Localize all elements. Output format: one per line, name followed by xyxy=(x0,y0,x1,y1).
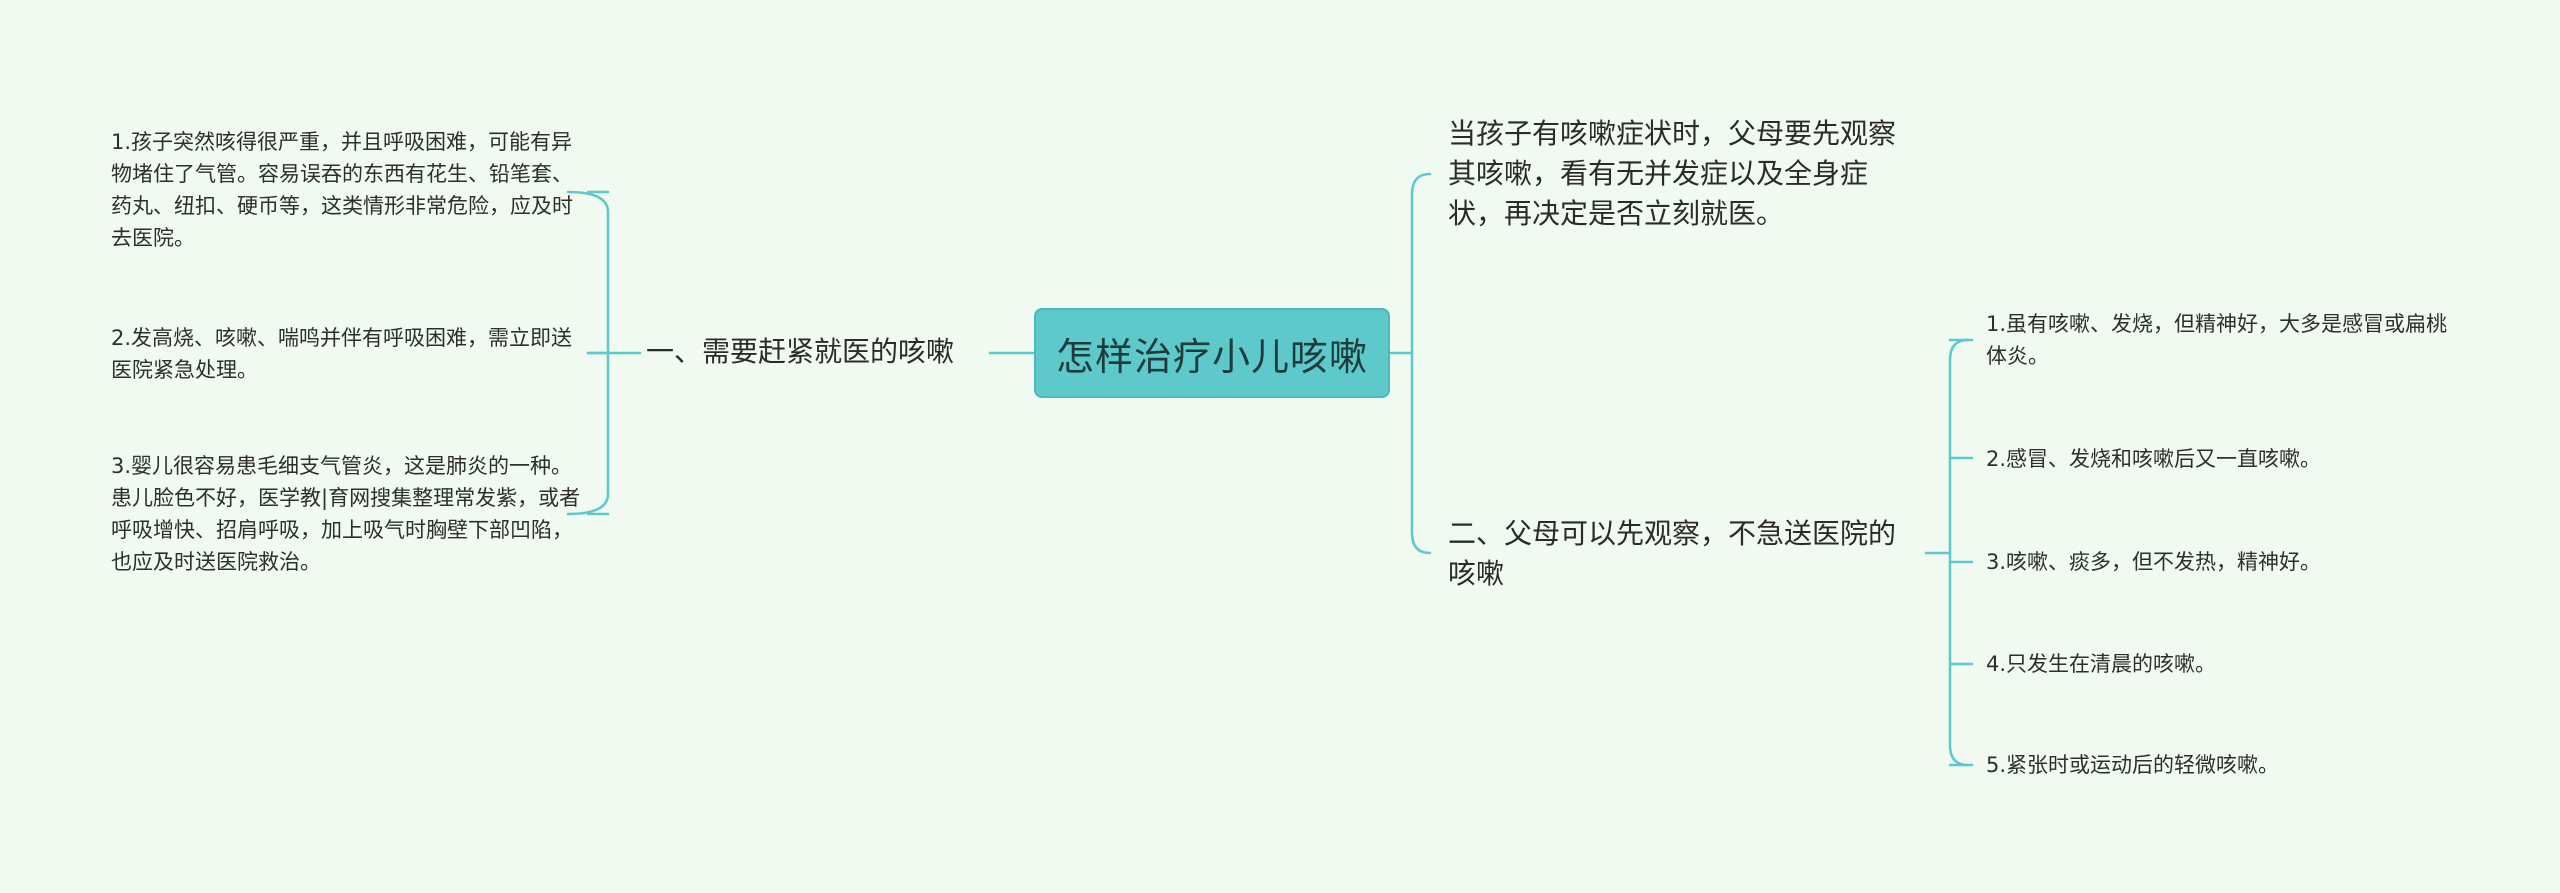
leaf-observe-1-text: 1.虽有咳嗽、发烧，但精神好，大多是感冒或扁桃体炎。 xyxy=(1986,312,2448,368)
leaf-observe-3[interactable]: 3.咳嗽、痰多，但不发热，精神好。 xyxy=(1986,546,2456,578)
leaf-observe-2-text: 2.感冒、发烧和咳嗽后又一直咳嗽。 xyxy=(1986,447,2322,471)
root-topic-label: 怎样治疗小儿咳嗽 xyxy=(1055,334,1368,379)
bracket-right-leaves xyxy=(1948,338,1970,767)
root-topic[interactable]: 怎样治疗小儿咳嗽 xyxy=(1034,308,1390,398)
leaf-observe-5[interactable]: 5.紧张时或运动后的轻微咳嗽。 xyxy=(1986,749,2456,781)
leaf-urgent-1-text: 1.孩子突然咳得很严重，并且呼吸困难，可能有异物堵住了气管。容易误吞的东西有花生… xyxy=(111,130,573,250)
branch-urgent-cough-label: 一、需要赶紧就医的咳嗽 xyxy=(646,335,955,368)
branch-urgent-cough[interactable]: 一、需要赶紧就医的咳嗽 xyxy=(646,332,986,372)
leaf-observe-4-text: 4.只发生在清晨的咳嗽。 xyxy=(1986,652,2217,676)
branch-observe-first-label: 当孩子有咳嗽症状时，父母要先观察其咳嗽，看有无并发症以及全身症状，再决定是否立刻… xyxy=(1448,117,1897,230)
leaf-urgent-3[interactable]: 3.婴儿很容易患毛细支气管炎，这是肺炎的一种。患儿脸色不好，医学教|育网搜集整理… xyxy=(111,450,581,578)
branch-non-urgent-cough[interactable]: 二、父母可以先观察，不急送医院的咳嗽 xyxy=(1448,514,1918,594)
leaf-observe-5-text: 5.紧张时或运动后的轻微咳嗽。 xyxy=(1986,753,2280,777)
leaf-urgent-1[interactable]: 1.孩子突然咳得很严重，并且呼吸困难，可能有异物堵住了气管。容易误吞的东西有花生… xyxy=(111,126,581,254)
leaf-observe-4[interactable]: 4.只发生在清晨的咳嗽。 xyxy=(1986,648,2456,680)
leaf-urgent-3-text: 3.婴儿很容易患毛细支气管炎，这是肺炎的一种。患儿脸色不好，医学教|育网搜集整理… xyxy=(111,454,581,574)
branch-observe-first[interactable]: 当孩子有咳嗽症状时，父母要先观察其咳嗽，看有无并发症以及全身症状，再决定是否立刻… xyxy=(1448,114,1918,234)
branch-non-urgent-cough-label: 二、父母可以先观察，不急送医院的咳嗽 xyxy=(1448,517,1897,590)
leaf-observe-2[interactable]: 2.感冒、发烧和咳嗽后又一直咳嗽。 xyxy=(1986,443,2456,475)
leaf-urgent-2-text: 2.发高烧、咳嗽、喘鸣并伴有呼吸困难，需立即送医院紧急处理。 xyxy=(111,326,573,382)
leaf-observe-1[interactable]: 1.虽有咳嗽、发烧，但精神好，大多是感冒或扁桃体炎。 xyxy=(1986,308,2456,372)
leaf-urgent-2[interactable]: 2.发高烧、咳嗽、喘鸣并伴有呼吸困难，需立即送医院紧急处理。 xyxy=(111,322,581,386)
bracket-right-trunk xyxy=(1410,172,1432,555)
leaf-observe-3-text: 3.咳嗽、痰多，但不发热，精神好。 xyxy=(1986,550,2322,574)
